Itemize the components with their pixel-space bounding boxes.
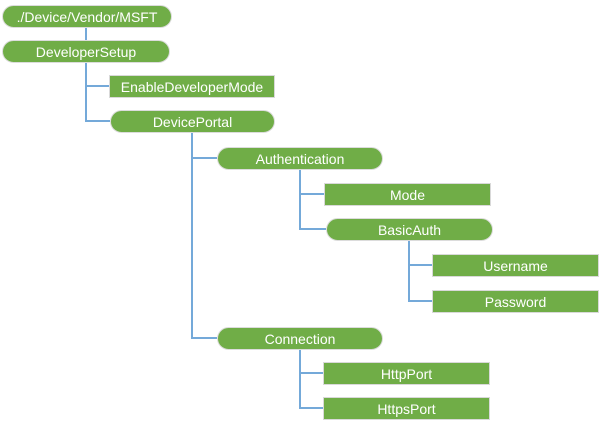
node-deviceportal: DevicePortal	[110, 110, 275, 133]
connector-basicauth-trunk	[408, 241, 410, 302]
node-authentication: Authentication	[217, 147, 383, 170]
connector-developersetup-trunk	[85, 63, 87, 122]
connector-root-to-developersetup	[85, 28, 87, 40]
connector-branch-mode	[299, 193, 324, 195]
connector-branch-httpsport	[299, 407, 323, 409]
connector-branch-deviceportal	[85, 120, 110, 122]
connector-branch-basicauth	[299, 228, 326, 230]
node-enabledevelopermode: EnableDeveloperMode	[109, 75, 275, 98]
connector-branch-password	[408, 300, 432, 302]
node-httpport: HttpPort	[323, 362, 490, 385]
connector-connection-trunk	[299, 350, 301, 409]
node-connection: Connection	[217, 327, 383, 350]
node-mode: Mode	[324, 183, 491, 206]
node-developersetup: DeveloperSetup	[2, 40, 170, 63]
node-password: Password	[432, 290, 599, 313]
connector-branch-connection	[191, 337, 217, 339]
connector-branch-authentication	[191, 157, 217, 159]
connector-deviceportal-trunk	[191, 133, 193, 339]
connector-branch-httpport	[299, 372, 323, 374]
connector-branch-username	[408, 264, 432, 266]
node-device-vendor-msft: ./Device/Vendor/MSFT	[2, 5, 172, 28]
node-basicauth: BasicAuth	[326, 218, 493, 241]
node-httpsport: HttpsPort	[323, 397, 490, 420]
connector-branch-enabledevelopermode	[85, 85, 109, 87]
connector-authentication-trunk	[299, 170, 301, 230]
node-username: Username	[432, 254, 599, 277]
